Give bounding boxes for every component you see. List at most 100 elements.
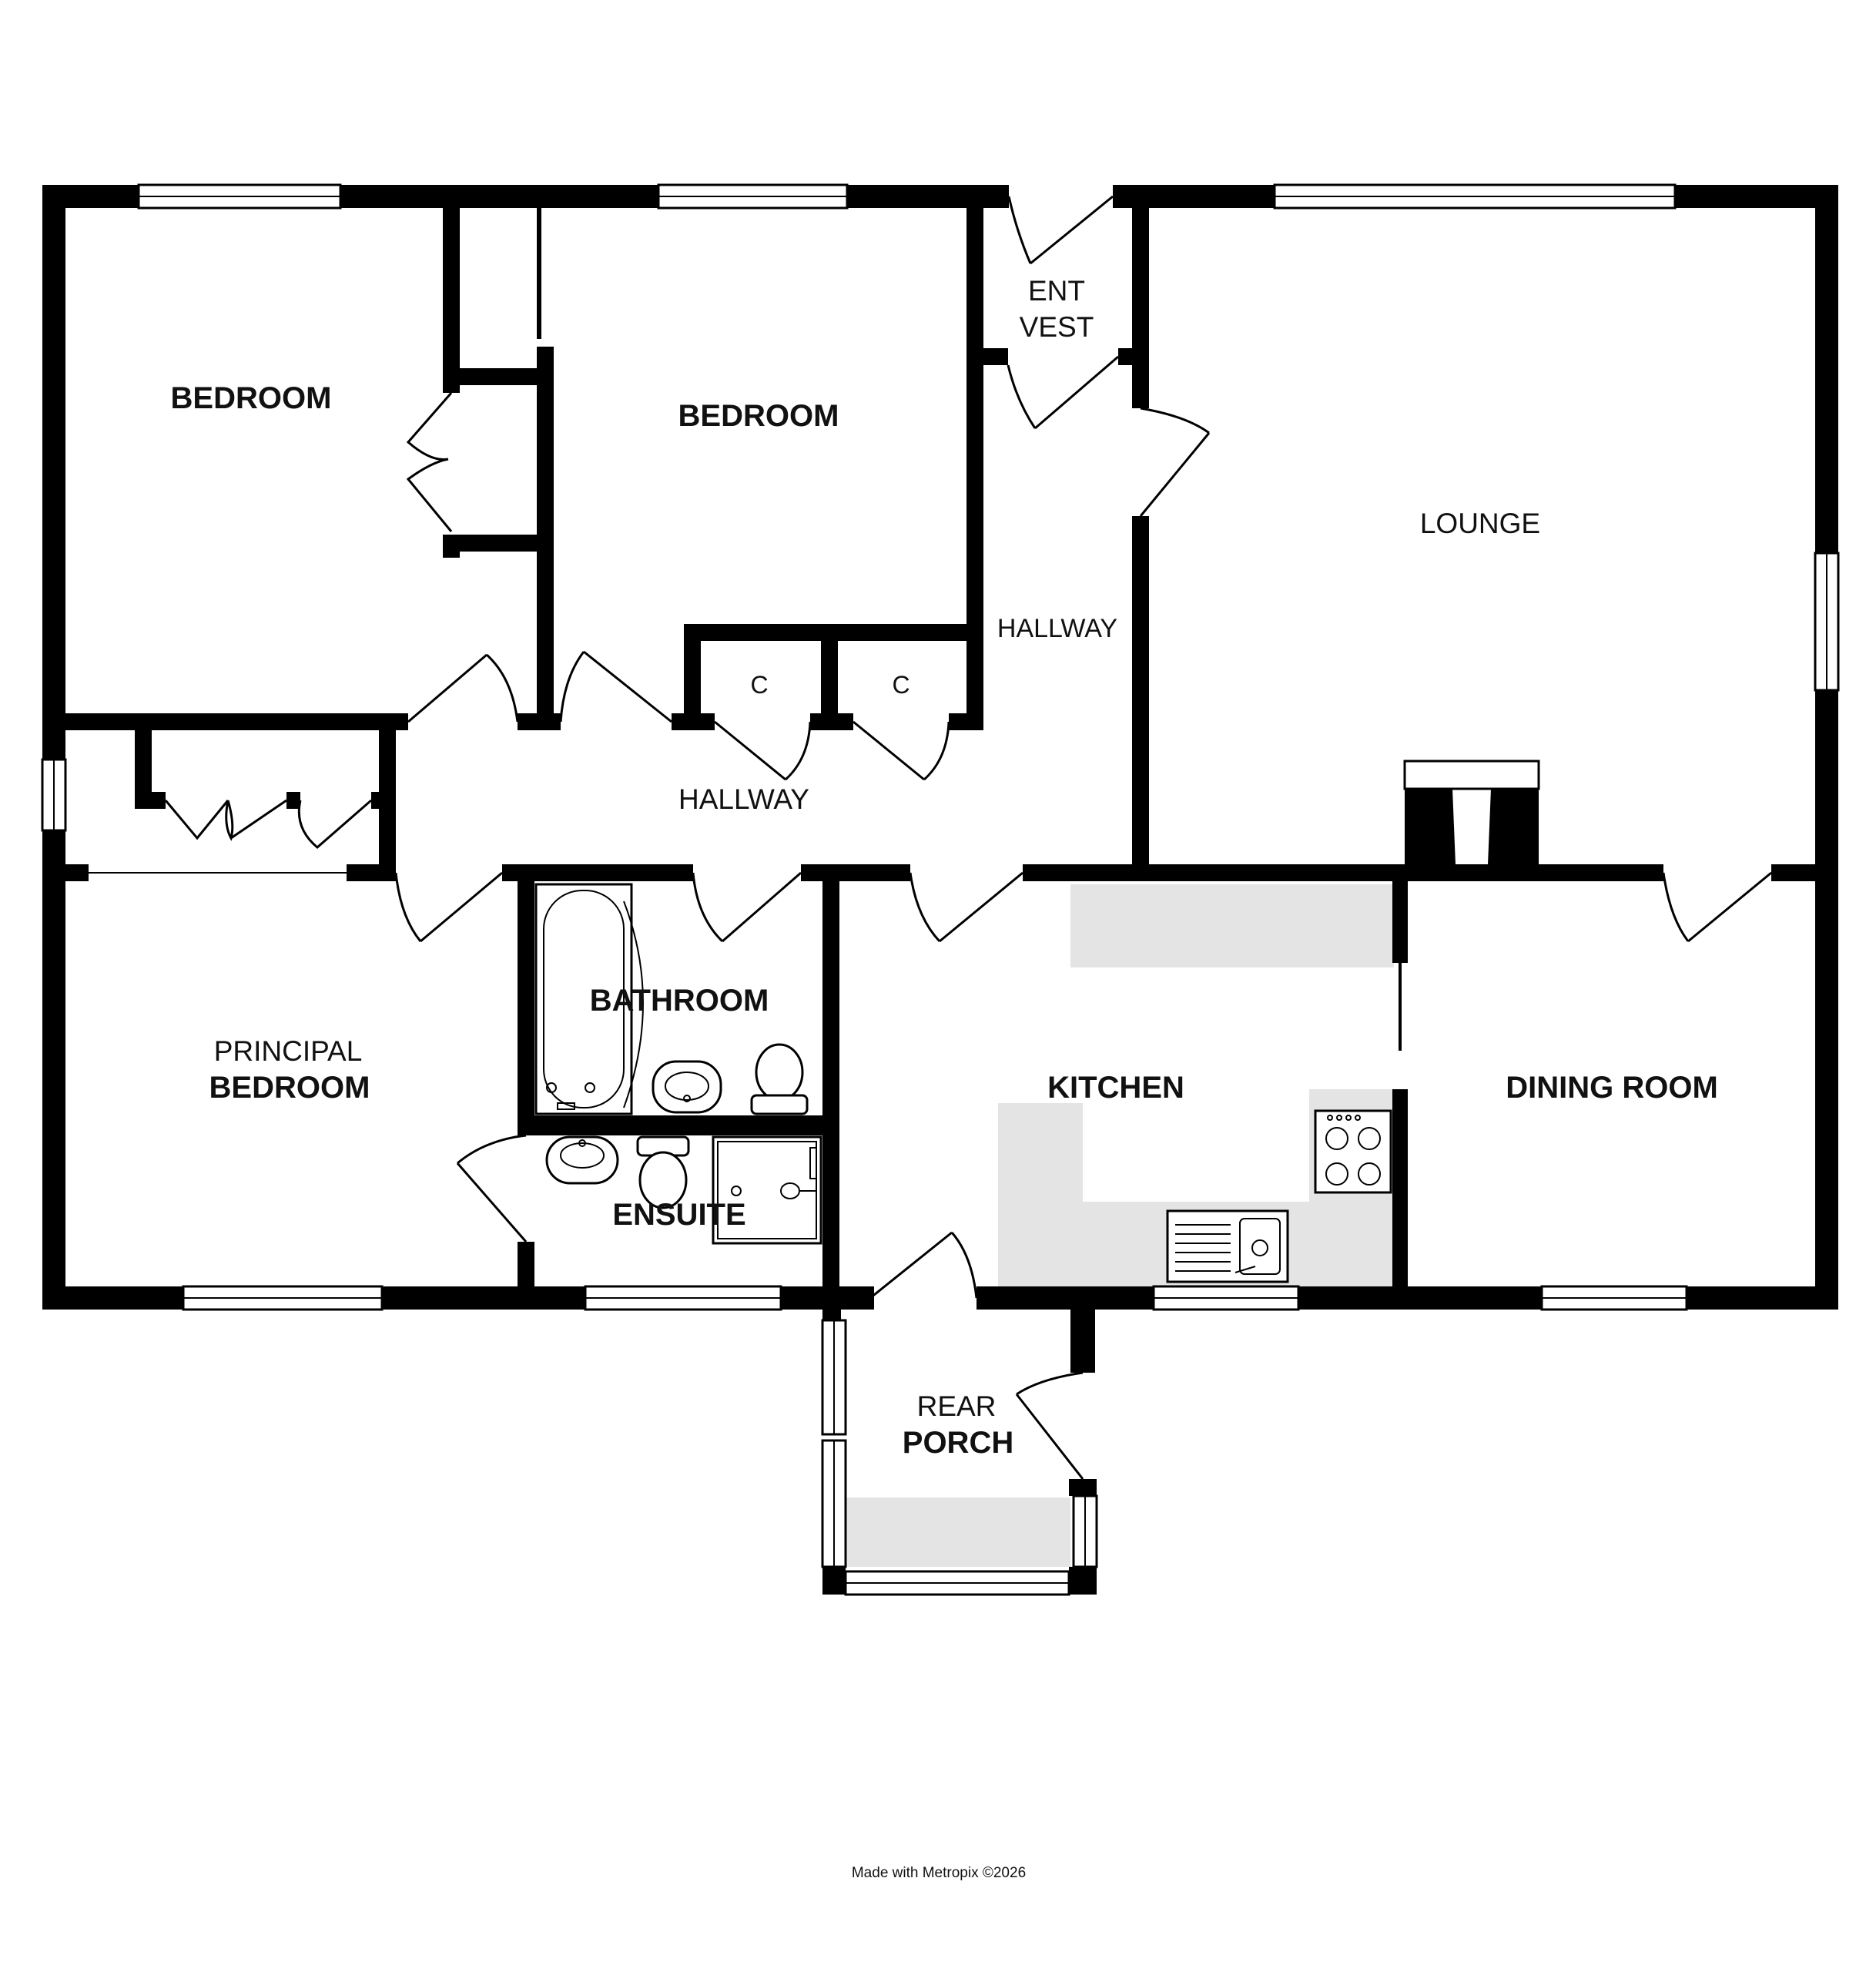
wall: [518, 1242, 534, 1310]
counters: [846, 884, 1394, 1567]
door: [1662, 871, 1772, 943]
wall: [518, 713, 561, 730]
hob-knob-icon: [1355, 1115, 1361, 1121]
door: [909, 871, 1023, 943]
hob-knob-icon: [1327, 1115, 1333, 1121]
wall: [966, 208, 983, 624]
wall: [684, 624, 701, 730]
door: [869, 1231, 978, 1300]
door: [559, 650, 672, 723]
door: [1007, 355, 1119, 430]
toilet-icon: [750, 1094, 809, 1115]
shower-valve-icon: [809, 1147, 817, 1179]
wall: [443, 535, 460, 558]
room-label-hallway-right: HALLWAY: [997, 614, 1117, 643]
hob-knob-icon: [1336, 1115, 1342, 1121]
basin-icon: [560, 1142, 605, 1169]
door: [714, 720, 812, 781]
wall: [347, 864, 396, 881]
hob-ring-icon: [1358, 1127, 1381, 1150]
bath-tap-icon: [546, 1082, 557, 1093]
wall: [1132, 516, 1149, 872]
wall: [135, 792, 166, 809]
room-label-bathroom: BATHROOM: [590, 984, 769, 1018]
sink-tap-icon: [1234, 1266, 1256, 1273]
hob-ring-icon: [1358, 1162, 1381, 1186]
basin-tap-icon: [683, 1095, 691, 1102]
hob-icon: [1314, 1109, 1392, 1194]
shower-drain-icon: [731, 1186, 742, 1196]
wall: [443, 208, 460, 393]
sink-bowl-icon: [1239, 1218, 1281, 1275]
room-label-hallway: HALLWAY: [678, 783, 809, 815]
bath-tap-icon: [585, 1082, 595, 1093]
wall: [537, 347, 554, 730]
room-label-ensuite: ENSUITE: [612, 1198, 745, 1232]
toilet-icon: [755, 1043, 804, 1102]
wall: [1392, 1089, 1408, 1310]
bath-icon: [534, 883, 633, 1115]
room-label-bedroom-middle: BEDROOM: [678, 399, 839, 433]
wall: [1132, 208, 1149, 408]
wall: [537, 208, 541, 339]
sink-drain-icon: [1251, 1239, 1268, 1256]
windows: [41, 183, 1840, 1596]
wall: [518, 864, 534, 1135]
wardrobe-door: [297, 799, 372, 849]
wall: [822, 1567, 846, 1595]
basin-icon: [652, 1060, 722, 1114]
wall: [518, 1115, 826, 1135]
wall: [822, 881, 839, 1310]
wall: [983, 348, 1008, 365]
door: [1139, 407, 1211, 517]
room-label-lounge: LOUNGE: [1420, 508, 1540, 539]
wall: [1392, 881, 1408, 963]
room-label-rear-porch: PORCH: [903, 1426, 1013, 1460]
door: [1007, 195, 1114, 265]
wall: [821, 624, 838, 730]
wall: [949, 713, 983, 730]
wall: [810, 713, 853, 730]
wall: [822, 1302, 841, 1320]
wall: [65, 713, 408, 730]
kitchen-counter-top: [1070, 884, 1394, 968]
door: [1015, 1371, 1084, 1480]
wall: [135, 724, 152, 809]
wall: [1771, 864, 1838, 881]
bath-screen-icon: [623, 900, 644, 1108]
basin-icon: [665, 1072, 709, 1101]
hob-knob-icon: [1345, 1115, 1352, 1121]
wall: [443, 535, 543, 552]
wardrobe-door: [230, 799, 287, 840]
room-label-cupboard: C: [892, 671, 910, 699]
footer-credit: Made with Metropix ©2026: [852, 1865, 1026, 1881]
wall: [286, 792, 300, 809]
toilet-icon: [638, 1151, 688, 1209]
porch-counter: [846, 1497, 1070, 1567]
room-label-cupboard: C: [750, 671, 768, 699]
wardrobe-door: [164, 800, 234, 841]
bath-tap-icon: [557, 1102, 575, 1110]
door: [456, 1134, 528, 1243]
wall: [443, 368, 543, 385]
wall: [1023, 864, 1663, 881]
wall: [65, 864, 89, 881]
wall: [1069, 1479, 1097, 1496]
bath-icon: [543, 890, 625, 1108]
doors: [164, 195, 1772, 1480]
room-label-principal-bedroom: PRINCIPAL: [214, 1035, 363, 1067]
room-label-kitchen: KITCHEN: [1047, 1071, 1184, 1105]
wall: [1815, 185, 1838, 1310]
fireplace-hearth-icon: [1403, 760, 1540, 790]
room-label-dining-room: DINING ROOM: [1506, 1071, 1718, 1105]
wall: [42, 185, 65, 1310]
wall: [1069, 1567, 1097, 1595]
door: [394, 871, 503, 943]
fireplace-icon: [1488, 789, 1539, 864]
wardrobe-door: [406, 392, 453, 532]
room-labels: BEDROOM BEDROOM ENT VEST LOUNGE HALLWAY …: [171, 275, 1718, 1460]
room-label-ent-vest: ENT: [1028, 275, 1085, 307]
wall: [672, 713, 715, 730]
door: [407, 653, 519, 723]
